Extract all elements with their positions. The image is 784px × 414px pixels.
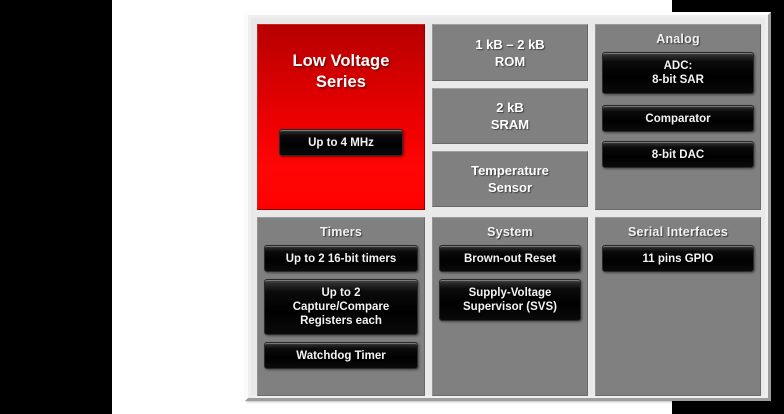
- diagram-frame: Low Voltage Series Up to 4 MHz 1 kB – 2 …: [245, 12, 771, 401]
- memory-rom-line1: 1 kB – 2 kB: [475, 36, 545, 52]
- chip-watchdog-timer[interactable]: Watchdog Timer: [264, 342, 418, 369]
- hero-title-line2: Series: [315, 73, 367, 91]
- block-timers: Timers Up to 2 16-bit timers Up to 2 Cap…: [257, 217, 425, 396]
- memory-cell-temperature-sensor[interactable]: Temperature Sensor: [432, 151, 588, 207]
- memory-cell-sram[interactable]: 2 kB SRAM: [432, 88, 588, 144]
- svs-line1: Supply-Voltage: [468, 287, 552, 299]
- memory-cell-rom[interactable]: 1 kB – 2 kB ROM: [432, 24, 588, 81]
- diagram-frame-inner: Low Voltage Series Up to 4 MHz 1 kB – 2 …: [248, 15, 768, 398]
- hero-title: Low Voltage Series: [292, 51, 389, 93]
- block-serial-interfaces: Serial Interfaces 11 pins GPIO: [595, 217, 761, 396]
- block-system: System Brown-out Reset Supply-Voltage Su…: [432, 217, 588, 396]
- capture-compare-line2: Capture/Compare: [292, 301, 390, 313]
- hero-chip-wrap: Up to 4 MHz: [279, 129, 403, 156]
- chip-dac[interactable]: 8-bit DAC: [602, 141, 754, 168]
- slide-canvas: Low Voltage Series Up to 4 MHz 1 kB – 2 …: [112, 0, 771, 414]
- analog-title: Analog: [656, 32, 700, 46]
- memory-temp-line1: Temperature: [471, 163, 549, 178]
- memory-sram-line2: SRAM: [490, 117, 530, 132]
- serial-interfaces-title: Serial Interfaces: [628, 225, 728, 239]
- chip-clock-speed[interactable]: Up to 4 MHz: [279, 129, 403, 156]
- svs-line2: Supervisor (SVS): [463, 301, 557, 313]
- block-memory: 1 kB – 2 kB ROM 2 kB SRAM: [432, 24, 588, 210]
- chip-capture-compare[interactable]: Up to 2 Capture/Compare Registers each: [264, 279, 418, 335]
- adc-line1: ADC:: [663, 60, 693, 72]
- hero-title-line1: Low Voltage: [292, 52, 390, 70]
- chip-adc[interactable]: ADC: 8-bit SAR: [602, 52, 754, 94]
- timers-title: Timers: [320, 225, 362, 239]
- capture-compare-line3: Registers each: [300, 315, 382, 327]
- memory-sram-line1: 2 kB: [496, 100, 524, 115]
- chip-brown-out-reset[interactable]: Brown-out Reset: [439, 245, 581, 272]
- block-low-voltage-series[interactable]: Low Voltage Series Up to 4 MHz: [257, 24, 425, 210]
- chip-comparator[interactable]: Comparator: [602, 105, 754, 132]
- memory-temp-line2: Sensor: [487, 180, 533, 195]
- chip-gpio[interactable]: 11 pins GPIO: [602, 245, 754, 272]
- capture-compare-line1: Up to 2: [321, 287, 361, 299]
- chip-16bit-timers[interactable]: Up to 2 16-bit timers: [264, 245, 418, 272]
- block-diagram-grid: Low Voltage Series Up to 4 MHz 1 kB – 2 …: [257, 24, 761, 396]
- system-title: System: [487, 225, 533, 239]
- adc-line2: 8-bit SAR: [652, 74, 704, 86]
- block-analog: Analog ADC: 8-bit SAR Comparator 8-bit D…: [595, 24, 761, 210]
- memory-rom-line2: ROM: [494, 53, 526, 69]
- chip-supply-voltage-supervisor[interactable]: Supply-Voltage Supervisor (SVS): [439, 279, 581, 321]
